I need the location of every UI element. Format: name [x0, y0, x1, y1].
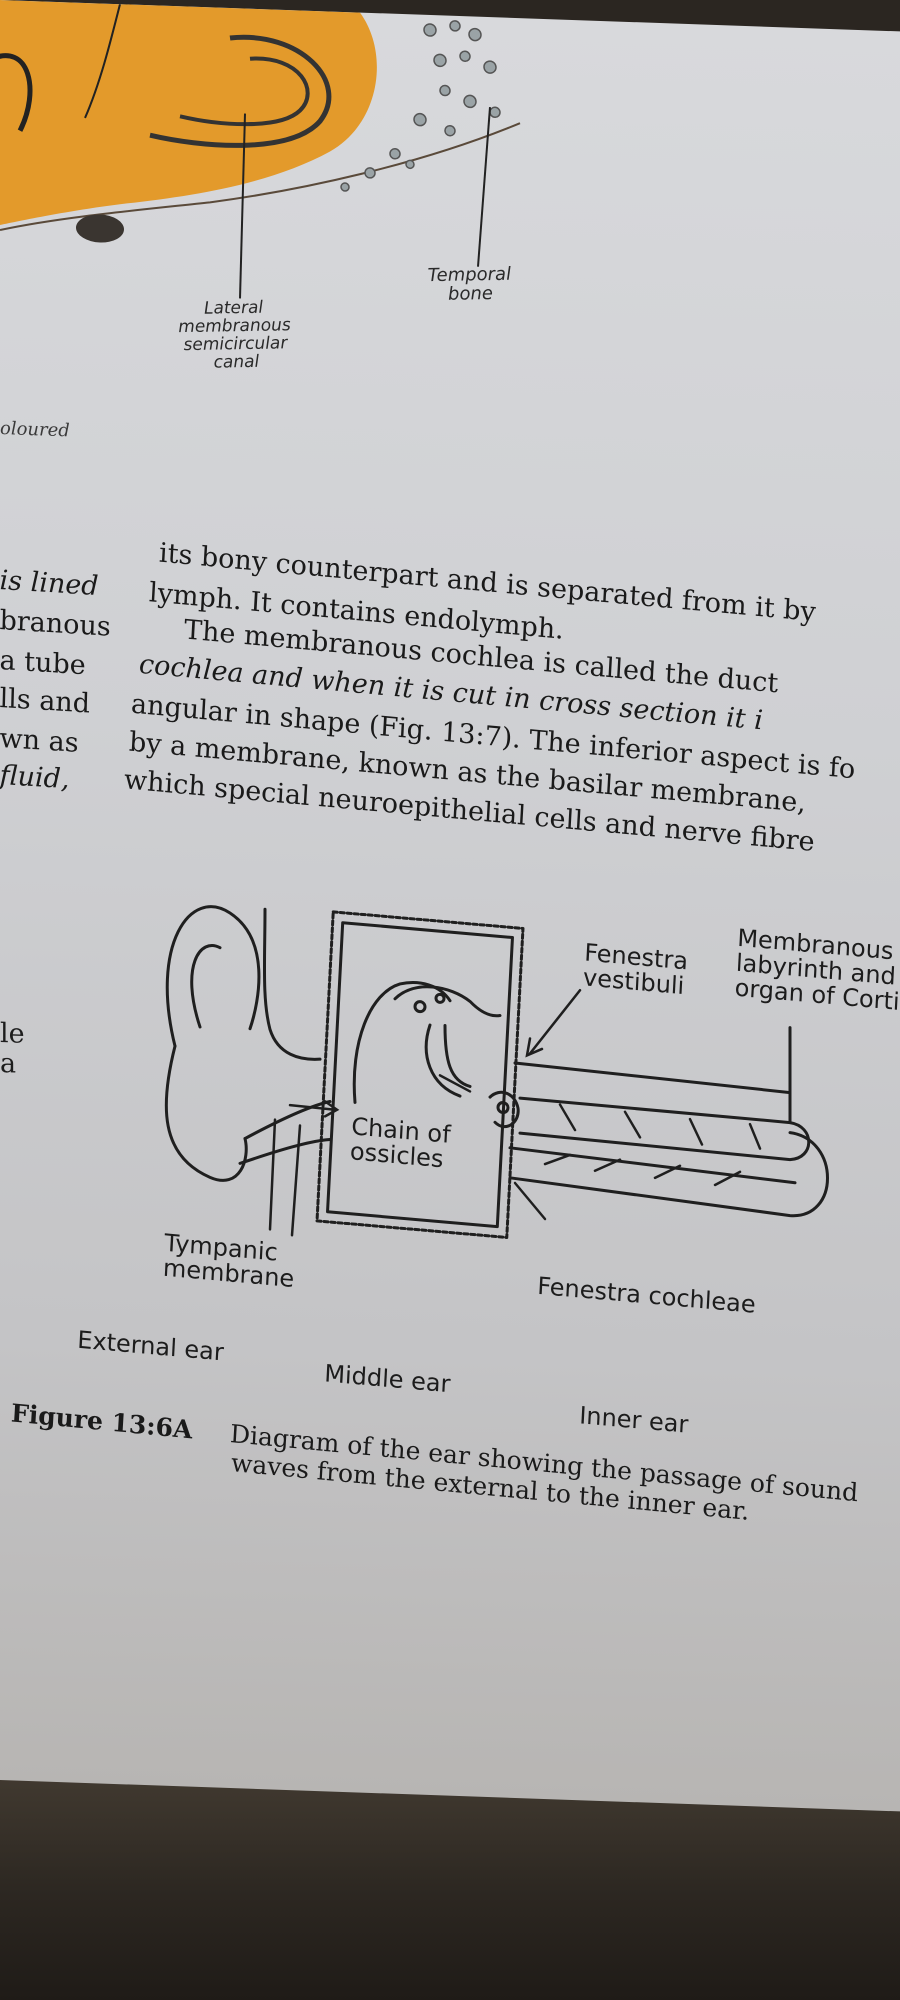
- diagram-left-fragment: le: [0, 1018, 25, 1050]
- label-tympanic-membrane: Tympanic membrane: [162, 1228, 295, 1294]
- margin-fragment: wn as: [0, 723, 80, 759]
- label-chain-of-ossicles: Chain of ossicles: [349, 1112, 452, 1174]
- margin-fragment: a tube: [0, 645, 87, 682]
- book-page: Lateral membranous semicircular canal Te…: [0, 0, 900, 1812]
- diagram-left-fragment: a: [0, 1048, 17, 1080]
- label-fenestra-vestibuli: Fenestra vestibuli: [582, 938, 689, 1001]
- figure-number: Figure 13:6A: [10, 1398, 194, 1445]
- margin-fragment: lls and: [0, 683, 91, 720]
- top-figure-illustration: [0, 0, 521, 299]
- margin-fragment-coloured: oloured: [0, 418, 70, 442]
- ear-diagram: [164, 905, 829, 1239]
- margin-fragment: fluid,: [0, 760, 70, 796]
- label-membranous-labyrinth: Membranous labyrinth and organ of Corti: [734, 923, 900, 1017]
- margin-fragment: is lined: [0, 565, 99, 603]
- region-inner-ear: Inner ear: [578, 1401, 690, 1439]
- margin-fragment: branous: [0, 605, 112, 643]
- label-lateral-semicircular-canal: Lateral membranous semicircular canal: [177, 297, 292, 373]
- label-temporal-bone: Temporal bone: [427, 263, 512, 305]
